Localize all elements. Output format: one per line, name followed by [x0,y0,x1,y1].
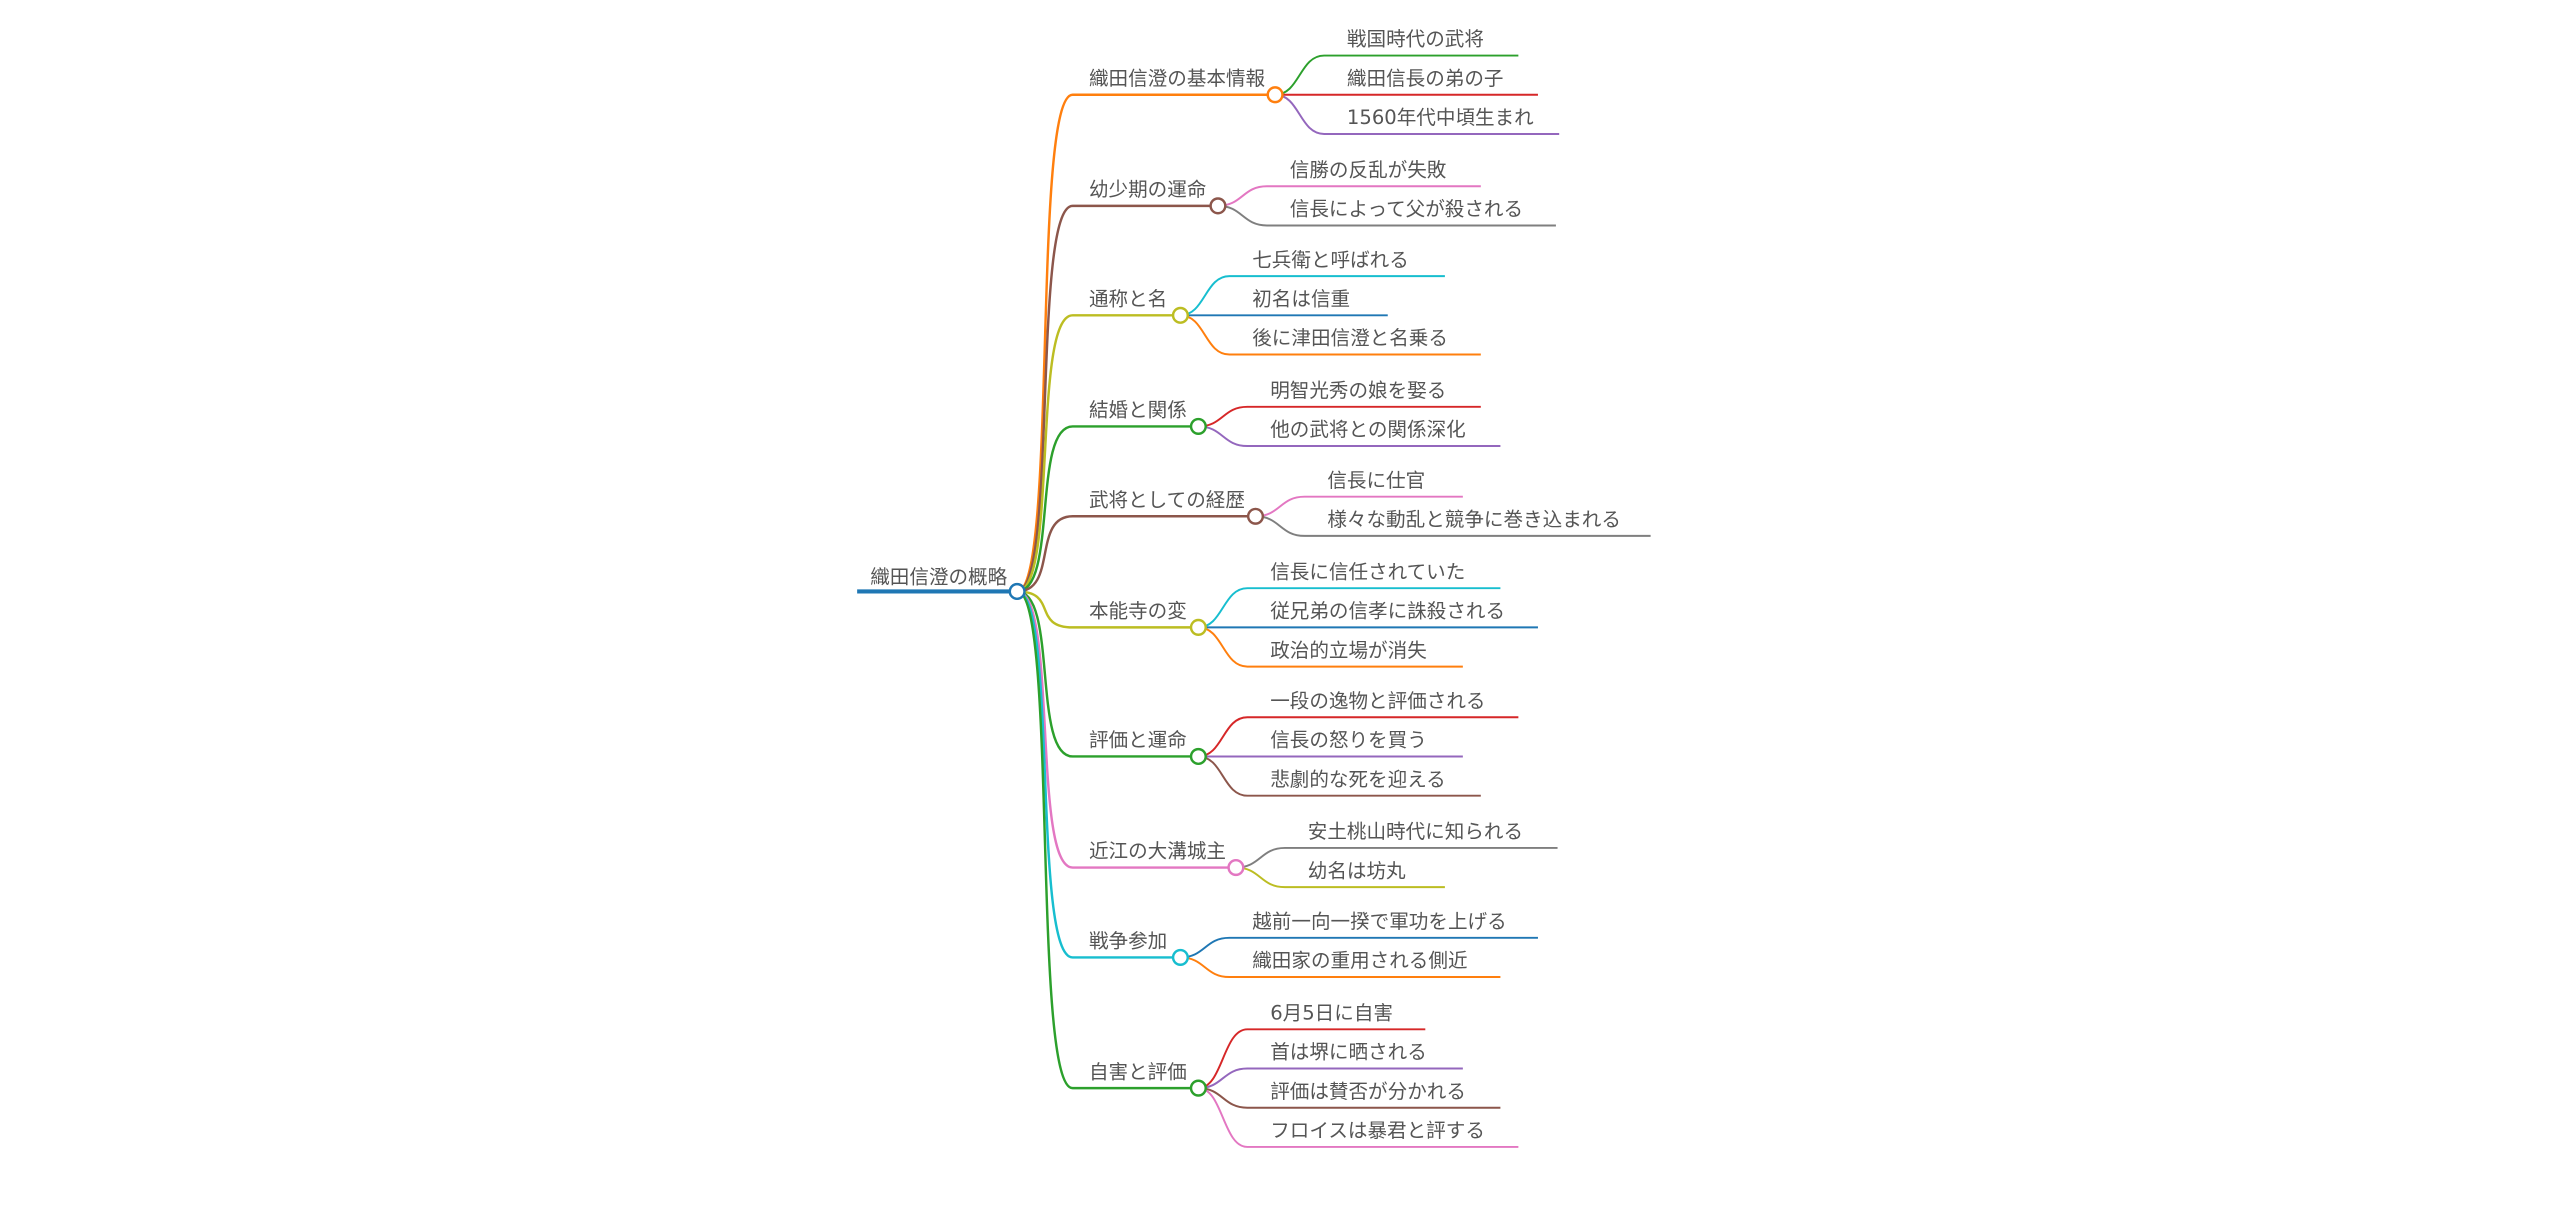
leaf-node-label[interactable]: 明智光秀の娘を娶る [1270,379,1446,402]
leaf-node-label[interactable]: 戦国時代の武将 [1347,28,1484,51]
branch-node-label[interactable]: 自害と評価 [1089,1060,1187,1083]
branch-node-label[interactable]: 戦争参加 [1089,930,1167,953]
leaf-node-label[interactable]: 信勝の反乱が失敗 [1290,158,1447,181]
branch-node-circle[interactable] [1189,618,1207,636]
branch-edge [1016,590,1181,959]
leaf-node-label[interactable]: 評価は賛否が分かれる [1270,1080,1466,1103]
leaf-node-label[interactable]: 織田信長の弟の子 [1347,67,1504,90]
branch-edge [1016,204,1218,593]
leaf-node-label[interactable]: 首は堺に晒される [1270,1041,1427,1064]
branch-node-circle[interactable] [1171,948,1189,966]
branch-node-circle[interactable] [1246,507,1265,525]
branch-edge [1016,425,1199,593]
leaf-node-label[interactable]: 後に津田信澄と名乗る [1252,327,1448,350]
leaf-node-label[interactable]: 従兄弟の信孝に誅殺される [1270,600,1505,623]
leaf-node-label[interactable]: 様々な動乱と競争に巻き込まれる [1327,508,1621,531]
leaf-node-label[interactable]: 越前一向一揆で軍功を上げる [1252,910,1506,933]
leaf-node-label[interactable]: 1560年代中頃生まれ [1347,106,1534,129]
branch-node-circle[interactable] [1266,86,1284,104]
leaf-node-label[interactable]: 他の武将との関係深化 [1270,418,1466,441]
branch-edge [1016,93,1276,593]
leaf-node-label[interactable]: 信長に仕官 [1327,469,1425,492]
leaf-node-label[interactable]: 信長の怒りを買う [1270,729,1427,752]
branch-node-circle[interactable] [1189,417,1207,436]
branch-node-label[interactable]: 評価と運命 [1089,729,1187,752]
branch-edge [1016,590,1199,758]
leaf-node-label[interactable]: 信長によって父が殺される [1290,198,1523,221]
branch-edge [1016,590,1236,869]
branch-node-label[interactable]: 幼少期の運命 [1089,178,1206,201]
leaf-node-label[interactable]: 信長に信任されていた [1270,560,1465,583]
branch-edge [1016,314,1181,593]
branch-node-label[interactable]: 通称と名 [1089,288,1167,311]
branch-node-label[interactable]: 近江の大溝城主 [1089,840,1226,863]
leaf-node-label[interactable]: 悲劇的な死を迎える [1270,768,1446,791]
branch-node-label[interactable]: 本能寺の変 [1089,600,1187,623]
leaf-node-label[interactable]: 幼名は坊丸 [1308,859,1406,882]
branch-edge [1017,590,1199,629]
branch-node-label[interactable]: 武将としての経歴 [1089,488,1245,511]
branch-node-circle[interactable] [1189,747,1207,766]
branch-node-circle[interactable] [1171,306,1189,324]
root-node-circle[interactable] [1008,582,1026,601]
branch-node-circle[interactable] [1209,197,1227,215]
root-node-label[interactable]: 織田信澄の概略 [870,565,1007,588]
leaf-node-label[interactable]: 安土桃山時代に知られる [1308,820,1523,843]
leaf-node-label[interactable]: 一段の逸物と評価される [1270,689,1485,712]
leaf-node-label[interactable]: フロイスは暴君と評する [1270,1119,1485,1142]
branch-edge [1016,590,1199,1090]
leaf-node-label[interactable]: 織田家の重用される側近 [1252,949,1467,972]
branch-node-circle[interactable] [1189,1079,1207,1097]
leaf-node-label[interactable]: 初名は信重 [1252,288,1350,311]
branch-node-label[interactable]: 結婚と関係 [1089,399,1187,422]
leaf-node-label[interactable]: 政治的立場が消失 [1270,639,1427,662]
branch-edge [1017,515,1256,593]
leaf-node-label[interactable]: 七兵衛と呼ばれる [1252,248,1409,271]
branch-node-label[interactable]: 織田信澄の基本情報 [1089,67,1265,90]
branch-node-circle[interactable] [1227,858,1245,877]
leaf-node-label[interactable]: 6月5日に自害 [1270,1001,1393,1024]
